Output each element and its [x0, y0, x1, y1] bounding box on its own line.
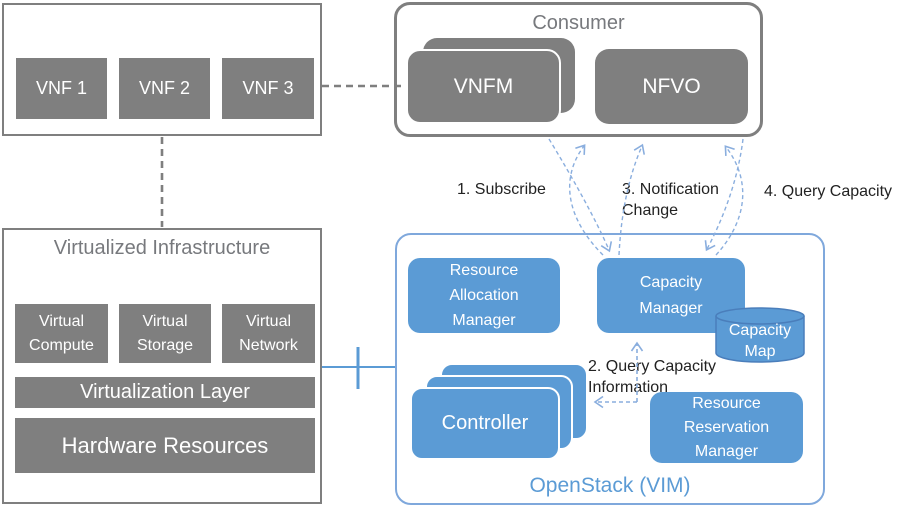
vnfm-box: VNFM	[406, 49, 561, 124]
resource-reservation-manager-box: Resource Reservation Manager	[650, 392, 803, 463]
virtualization-layer-bar: Virtualization Layer	[15, 377, 315, 408]
virtualized-infrastructure-title: Virtualized Infrastructure	[53, 237, 271, 259]
hardware-resources-label: Hardware Resources	[61, 432, 269, 458]
flow-label-subscribe: 1. Subscribe	[457, 181, 546, 198]
nfvo-box: NFVO	[595, 49, 748, 124]
virtualized-infrastructure-container: Virtualized Infrastructure Virtual Compu…	[2, 228, 322, 504]
resource-allocation-manager-label: Resource Allocation Manager	[449, 262, 519, 329]
virtual-storage-label: Virtual Storage	[136, 312, 194, 354]
capacity-map-label: Capacity Map	[715, 307, 805, 369]
vnf1-label: VNF 1	[35, 78, 87, 98]
nfvo-label: NFVO	[642, 74, 701, 98]
openstack-vim-title: OpenStack (VIM)	[529, 474, 691, 497]
controller-label: Controller	[441, 412, 529, 434]
virtual-network-box: Virtual Network	[222, 304, 315, 363]
flow-label-notification-change: 3. Notification Change	[622, 181, 719, 219]
virtualization-layer-label: Virtualization Layer	[80, 381, 250, 403]
resource-reservation-manager-label: Resource Reservation Manager	[683, 394, 770, 460]
vnf3-label: VNF 3	[242, 78, 294, 98]
capacity-map-cylinder: Capacity Map	[715, 307, 805, 363]
vnf2-box: VNF 2	[119, 58, 210, 119]
cylinder-shape-icon	[715, 307, 805, 363]
flow-label-query-capacity-information: 2. Query Capacity Information	[588, 358, 717, 396]
resource-allocation-manager-box: Resource Allocation Manager	[408, 258, 560, 333]
consumer-title: Consumer	[532, 12, 625, 34]
flow-label-query-capacity: 4. Query Capacity	[764, 183, 893, 200]
virtual-network-label: Virtual Network	[239, 312, 298, 354]
virtual-compute-label: Virtual Compute	[29, 312, 94, 354]
vnf1-box: VNF 1	[16, 58, 107, 119]
vnfm-label: VNFM	[453, 74, 514, 98]
capacity-manager-label: Capacity Manager	[639, 273, 703, 317]
virtual-compute-box: Virtual Compute	[15, 304, 108, 363]
openstack-vim-container: OpenStack (VIM)	[395, 233, 825, 505]
hardware-resources-bar: Hardware Resources	[15, 418, 315, 473]
vnf3-box: VNF 3	[222, 58, 314, 119]
consumer-container: Consumer VNFM NFVO	[394, 2, 763, 137]
controller-box: Controller	[410, 387, 560, 460]
virtual-storage-box: Virtual Storage	[119, 304, 211, 363]
vnf-container: VNF 1 VNF 2 VNF 3	[2, 3, 322, 136]
vnf2-label: VNF 2	[138, 78, 190, 98]
capacity-map-text: Capacity Map	[728, 322, 792, 360]
